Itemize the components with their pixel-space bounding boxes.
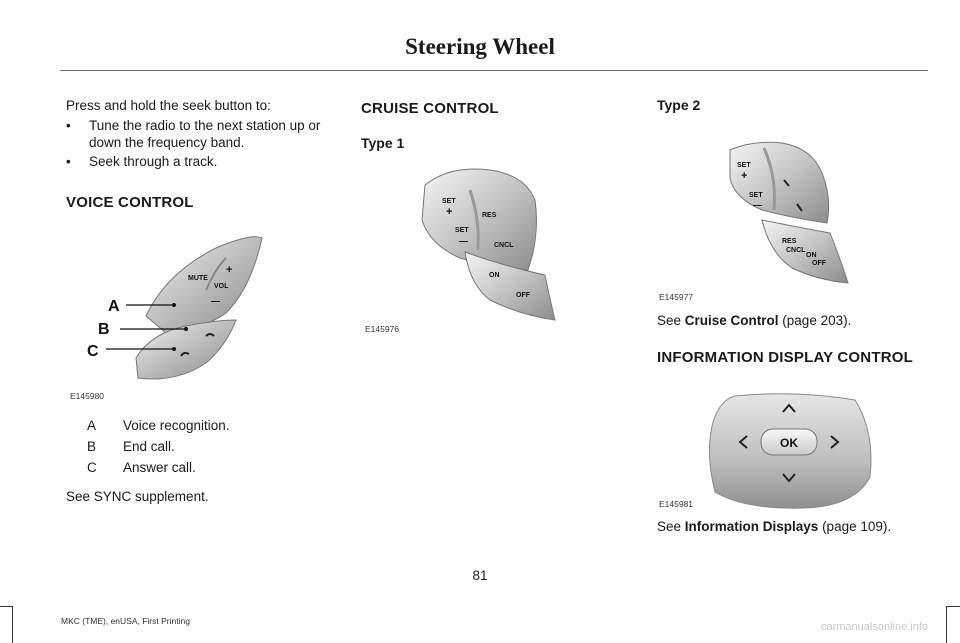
legend-letter: C: [87, 460, 97, 475]
figure-code: E145976: [365, 324, 400, 334]
on-label: ON: [806, 252, 817, 259]
cruise-type2-figure: SET + SET — RES CNCL ON OFF: [729, 141, 849, 284]
off-label: OFF: [812, 260, 827, 267]
vol-label: VOL: [214, 283, 229, 290]
bullet-seek: Seek through a track.: [89, 154, 218, 169]
set-plus-label: SET: [737, 162, 751, 169]
cruise-control-title: CRUISE CONTROL: [361, 100, 499, 117]
legend-text: End call.: [123, 439, 175, 454]
type1-title: Type 1: [361, 135, 405, 151]
type2-title: Type 2: [657, 97, 701, 113]
legend-text: Voice recognition.: [123, 418, 230, 433]
see-cruise-control: See Cruise Control (page 203).: [657, 313, 852, 328]
voice-control-title: VOICE CONTROL: [66, 194, 194, 211]
gap-arrow-icon: [783, 179, 803, 212]
info-display-figure: OK: [708, 393, 872, 509]
crop-mark: [947, 606, 960, 607]
mute-label: MUTE: [188, 275, 208, 282]
legend-text: Answer call.: [123, 460, 196, 475]
bullet-tune-line2: down the frequency band.: [89, 135, 245, 150]
watermark: carmanualsonline.info: [820, 621, 928, 633]
set-plus-label: SET: [442, 198, 456, 205]
ok-label: OK: [780, 436, 798, 450]
vol-minus-label: —: [211, 296, 220, 306]
legend-letter: B: [87, 439, 97, 454]
cncl-label: CNCL: [786, 247, 806, 254]
seek-intro: Press and hold the seek button to:: [66, 98, 271, 113]
figure-code: E145977: [659, 292, 694, 302]
on-label: ON: [489, 272, 500, 279]
res-label: RES: [482, 212, 497, 219]
bullet-marker: •: [66, 118, 71, 133]
footer-text: MKC (TME), enUSA, First Printing: [61, 616, 190, 626]
cruise-control-ref[interactable]: Cruise Control: [684, 313, 779, 328]
see-sync: See SYNC supplement.: [66, 489, 209, 504]
minus-label: —: [753, 200, 762, 210]
page-title: Steering Wheel: [405, 34, 555, 59]
up-arrow-icon: [782, 403, 796, 413]
bullet-marker: •: [66, 154, 71, 169]
res-label: RES: [782, 238, 797, 245]
header-divider: [60, 70, 928, 71]
callout-b: B: [98, 321, 110, 338]
cruise-type1-figure: SET + SET — RES CNCL ON OFF: [421, 168, 556, 321]
page-number: 81: [472, 568, 488, 583]
off-label: OFF: [516, 292, 531, 299]
info-displays-ref[interactable]: Information Displays: [684, 519, 819, 534]
end-call-icon: [205, 333, 215, 337]
voice-control-figure: MUTE VOL + — A B C: [87, 236, 263, 380]
figure-code: E145980: [70, 391, 105, 401]
crop-mark: [0, 606, 12, 607]
plus-label: +: [446, 206, 452, 218]
callout-c: C: [87, 343, 99, 360]
cncl-label: CNCL: [494, 242, 514, 249]
down-arrow-icon: [782, 473, 796, 483]
see-info-displays: See Information Displays (page 109).: [657, 519, 892, 534]
right-arrow-icon: [830, 435, 840, 449]
callout-a: A: [108, 298, 120, 315]
crop-mark: [946, 606, 947, 643]
legend-letter: A: [87, 418, 97, 433]
vol-plus-label: +: [226, 264, 232, 276]
bullet-tune-line1: Tune the radio to the next station up or: [89, 118, 321, 133]
info-display-title: INFORMATION DISPLAY CONTROL: [657, 349, 913, 366]
left-arrow-icon: [738, 435, 748, 449]
crop-mark: [12, 606, 13, 643]
set-minus-label: SET: [455, 227, 469, 234]
figure-code: E145981: [659, 499, 694, 509]
minus-label: —: [459, 236, 468, 246]
set-minus-label: SET: [749, 192, 763, 199]
answer-call-icon: [180, 351, 190, 357]
plus-label: +: [741, 170, 747, 182]
